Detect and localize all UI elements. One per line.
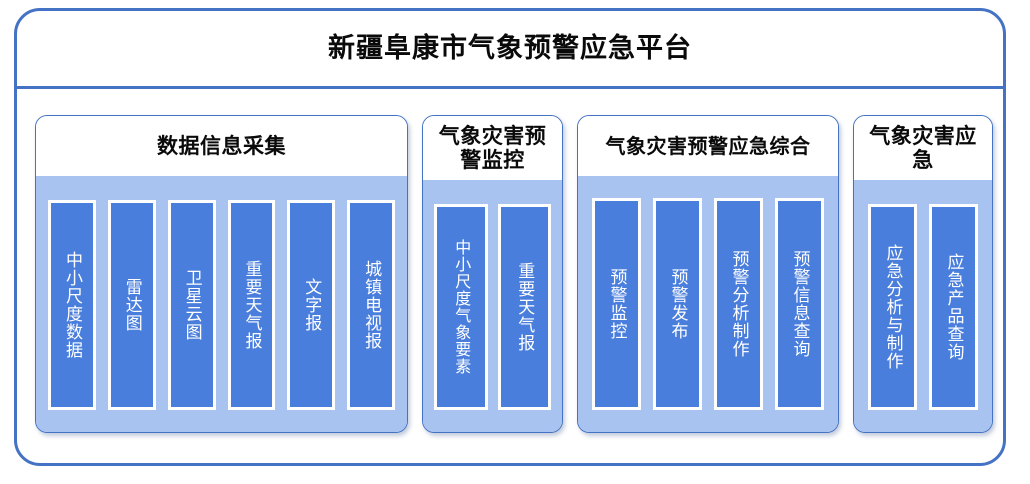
- item-card[interactable]: 预警信息查询: [775, 198, 824, 410]
- item-card[interactable]: 城镇电视报: [347, 200, 395, 410]
- group-header-warning-monitoring: 气象灾害预警监控: [423, 116, 562, 180]
- item-card[interactable]: 重要天气报: [497, 204, 551, 410]
- item-card[interactable]: 卫星云图: [167, 200, 216, 410]
- group-panel-emergency-response[interactable]: 气象灾害应急 应急分析与制作 应急产品查询: [853, 115, 993, 433]
- item-card[interactable]: 应急产品查询: [929, 204, 978, 410]
- group-header-emergency-response: 气象灾害应急: [854, 116, 992, 180]
- group-panel-warning-monitoring[interactable]: 气象灾害预警监控 中小尺度气象要素 重要天气报: [422, 115, 563, 433]
- group-body-integrated-warning: 预警监控 预警发布 预警分析制作 预警信息查询: [578, 176, 838, 432]
- group-header-data-collection: 数据信息采集: [36, 116, 407, 176]
- group-title-warning-monitoring: 气象灾害预警监控: [438, 123, 547, 172]
- item-label: 预警发布: [667, 268, 688, 340]
- item-card[interactable]: 预警发布: [653, 198, 702, 410]
- item-card[interactable]: 文字报: [287, 200, 336, 410]
- platform-title-bar: 新疆阜康市气象预警应急平台: [17, 11, 1003, 89]
- item-label: 城镇电视报: [361, 260, 382, 350]
- item-card[interactable]: 中小尺度气象要素: [434, 204, 488, 410]
- item-card[interactable]: 预警分析制作: [714, 198, 763, 410]
- platform-frame: 新疆阜康市气象预警应急平台 数据信息采集 中小尺度数据 雷达图 卫星云图: [14, 8, 1006, 466]
- item-card[interactable]: 应急分析与制作: [868, 204, 917, 410]
- item-card[interactable]: 雷达图: [107, 200, 156, 410]
- item-label: 应急分析与制作: [882, 244, 903, 370]
- item-label: 中小尺度气象要素: [452, 239, 472, 375]
- group-title-data-collection: 数据信息采集: [157, 133, 286, 158]
- group-body-warning-monitoring: 中小尺度气象要素 重要天气报: [423, 180, 562, 432]
- group-title-emergency-response: 气象灾害应急: [869, 123, 977, 172]
- item-label: 重要天气报: [514, 262, 535, 352]
- item-label: 预警监控: [606, 268, 627, 340]
- item-card[interactable]: 预警监控: [592, 198, 641, 410]
- item-card[interactable]: 重要天气报: [227, 200, 276, 410]
- platform-title: 新疆阜康市气象预警应急平台: [328, 33, 692, 64]
- group-panel-data-collection[interactable]: 数据信息采集 中小尺度数据 雷达图 卫星云图 重要天气报: [35, 115, 408, 433]
- item-label: 卫星云图: [181, 269, 202, 341]
- group-body-emergency-response: 应急分析与制作 应急产品查询: [854, 180, 992, 432]
- group-panel-integrated-warning[interactable]: 气象灾害预警应急综合 预警监控 预警发布 预警分析制作 预警信息查询: [577, 115, 839, 433]
- item-card[interactable]: 中小尺度数据: [48, 200, 96, 410]
- group-body-data-collection: 中小尺度数据 雷达图 卫星云图 重要天气报 文字报 城镇电视: [36, 176, 407, 432]
- item-label: 雷达图: [121, 278, 142, 332]
- item-label: 预警分析制作: [728, 250, 749, 358]
- item-label: 重要天气报: [241, 260, 262, 350]
- item-label: 预警信息查询: [789, 250, 810, 358]
- item-label: 文字报: [301, 278, 322, 332]
- group-title-integrated-warning: 气象灾害预警应急综合: [605, 133, 811, 158]
- item-label: 中小尺度数据: [61, 251, 82, 359]
- group-panels-row: 数据信息采集 中小尺度数据 雷达图 卫星云图 重要天气报: [17, 89, 1003, 463]
- item-label: 应急产品查询: [943, 253, 964, 361]
- group-header-integrated-warning: 气象灾害预警应急综合: [578, 116, 838, 176]
